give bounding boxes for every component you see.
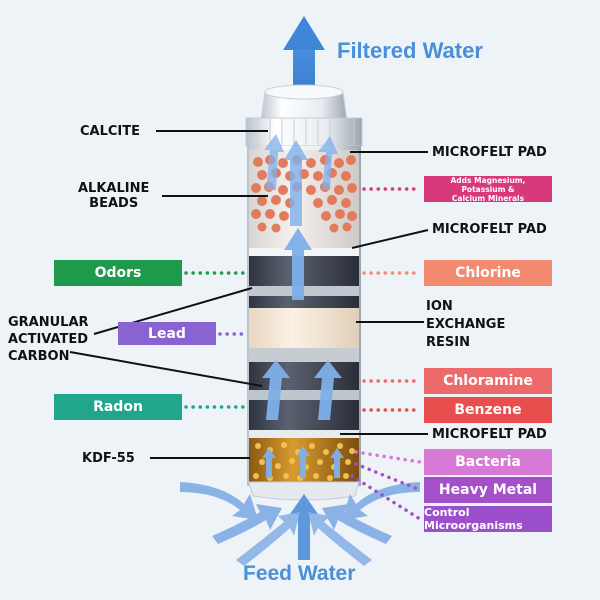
tag-chloramine: Chloramine: [424, 368, 552, 394]
tag-benzene: Benzene: [424, 397, 552, 423]
label-microfelt-pad-bottom: MICROFELT PAD: [432, 427, 547, 442]
tag-heavy-metal: Heavy Metal: [424, 477, 552, 503]
filtered-water-title: Filtered Water: [337, 38, 483, 63]
tag-lead: Lead: [118, 322, 216, 345]
label-microfelt-pad-top: MICROFELT PAD: [432, 145, 547, 160]
dotted-connectors: [184, 187, 422, 521]
filter-cap: [245, 84, 363, 147]
tag-chlorine: Chlorine: [424, 260, 552, 286]
tag-bacteria: Bacteria: [424, 449, 552, 475]
tag-control-microorganisms: Control Microorganisms: [424, 506, 552, 532]
feed-water-arrows: [180, 482, 420, 566]
label-alkaline-beads: ALKALINE BEADS: [78, 181, 150, 211]
label-kdf-55: KDF-55: [82, 451, 135, 466]
ion-exchange-resin-layer: [249, 308, 359, 348]
alkaline-beads-layer: [249, 150, 359, 248]
microfelt-pad-bottom: [249, 430, 359, 438]
filtered-water-arrow: [283, 16, 325, 86]
label-microfelt-pad-mid: MICROFELT PAD: [432, 222, 547, 237]
tag-adds-minerals: Adds Magnesium, Potassium & Calcium Mine…: [424, 176, 552, 203]
right-leader-lines: [340, 151, 429, 435]
filter-bottom-cap: [248, 481, 360, 501]
label-ion-exchange-resin: ION EXCHANGE RESIN: [426, 299, 506, 350]
label-calcite: CALCITE: [80, 124, 141, 139]
label-granular-activated-carbon: GRANULAR ACTIVATED CARBON: [8, 315, 89, 364]
tag-odors: Odors: [54, 260, 182, 286]
tag-radon: Radon: [54, 394, 182, 420]
feed-water-title: Feed Water: [243, 562, 356, 585]
internal-flow-arrows: [262, 134, 344, 478]
carbon-layer-lower: [249, 348, 359, 430]
